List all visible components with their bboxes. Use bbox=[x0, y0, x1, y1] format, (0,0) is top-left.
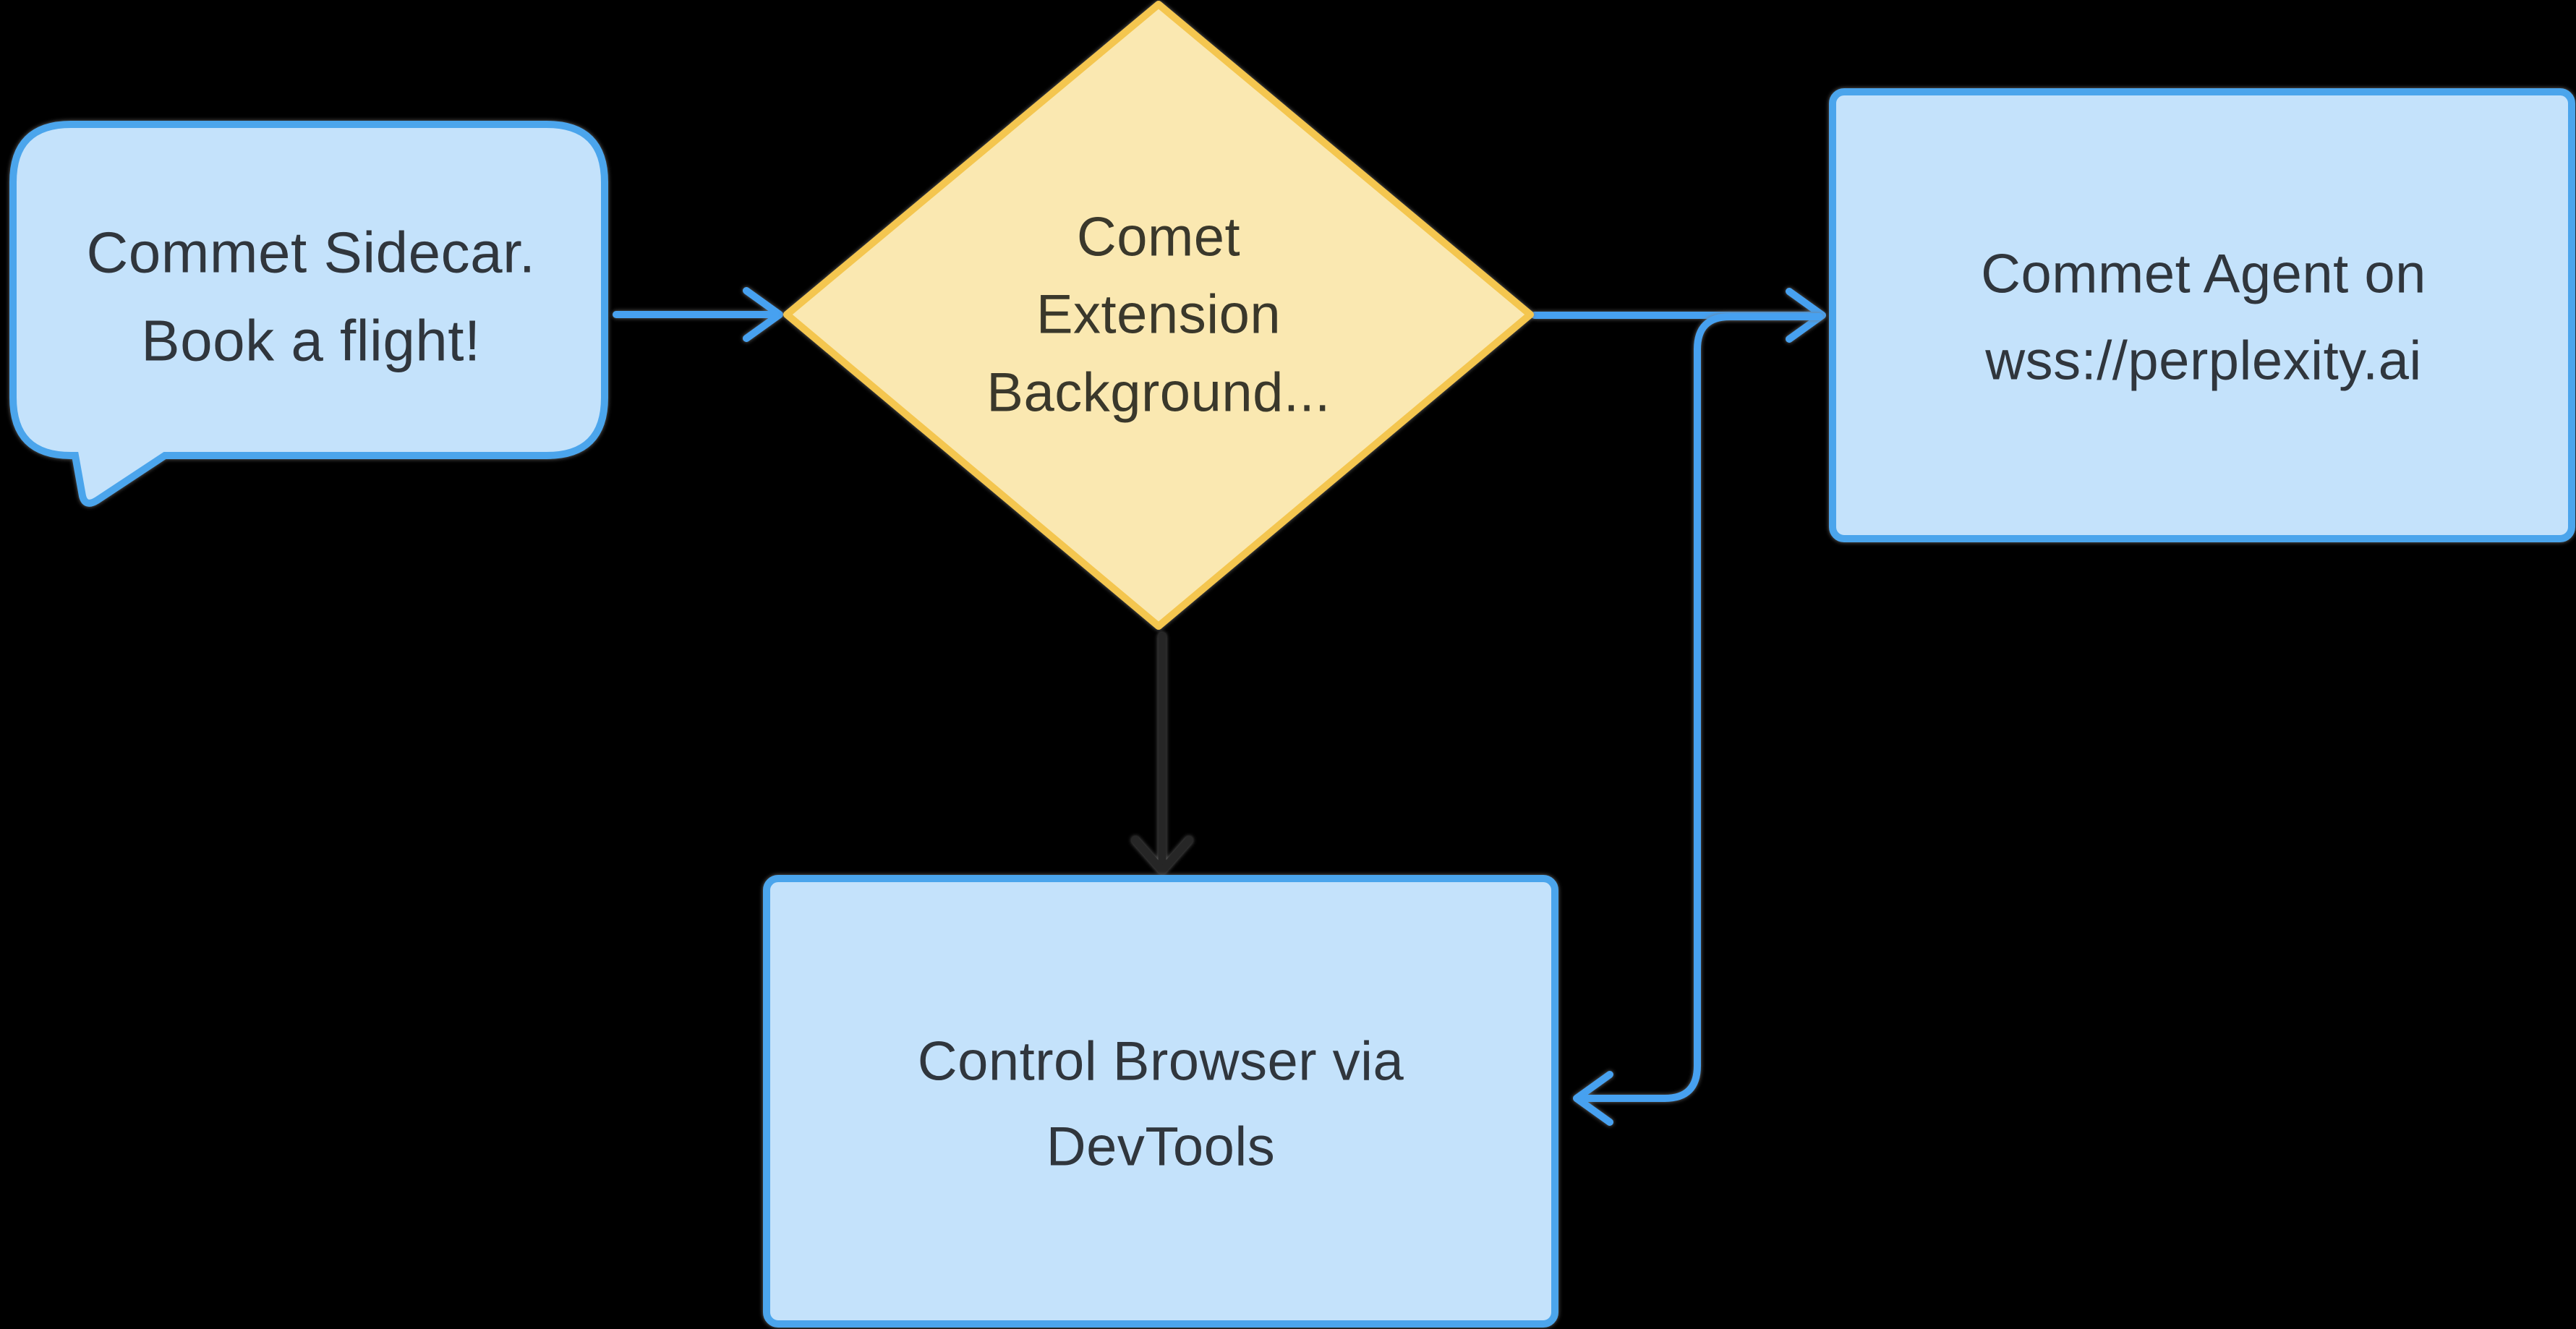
sidecar-bubble-label-line2: Book a flight! bbox=[141, 309, 481, 373]
node-devtools-box: Control Browser via DevTools bbox=[763, 875, 1558, 1328]
agent-box-label-line1: Commet Agent on bbox=[1981, 244, 2426, 305]
devtools-box-label-line1: Control Browser via bbox=[918, 1031, 1404, 1093]
agent-box-shape bbox=[1829, 88, 2575, 542]
sidecar-bubble-label-line1: Commet Sidecar. bbox=[86, 221, 535, 285]
connector-bubble-to-diamond bbox=[613, 287, 783, 342]
extension-diamond-label-line2: Extension bbox=[1036, 284, 1281, 346]
extension-diamond-label-line3: Background... bbox=[986, 362, 1330, 424]
connector-diamond-to-devtools bbox=[1131, 632, 1193, 875]
speech-bubble-shape bbox=[9, 121, 608, 507]
node-extension-diamond: Comet Extension Background... bbox=[783, 1, 1534, 630]
arrowhead-right-icon bbox=[743, 287, 783, 342]
node-sidecar-speech-bubble: Commet Sidecar. Book a flight! bbox=[9, 121, 608, 507]
agent-box-label-line2: wss://perplexity.ai bbox=[1984, 330, 2422, 392]
connector-agent-to-devtools-shaft bbox=[1582, 313, 1823, 1102]
node-agent-box: Commet Agent on wss://perplexity.ai bbox=[1829, 88, 2575, 542]
devtools-box-shape bbox=[763, 875, 1558, 1328]
connector-agent-to-devtools bbox=[1573, 313, 1823, 1126]
arrowhead-left-icon bbox=[1573, 1071, 1613, 1126]
diamond-shape bbox=[783, 1, 1534, 630]
extension-diamond-label-line1: Comet bbox=[1077, 207, 1240, 268]
arrowhead-down-icon bbox=[1131, 836, 1193, 875]
devtools-box-label-line2: DevTools bbox=[1046, 1116, 1276, 1178]
